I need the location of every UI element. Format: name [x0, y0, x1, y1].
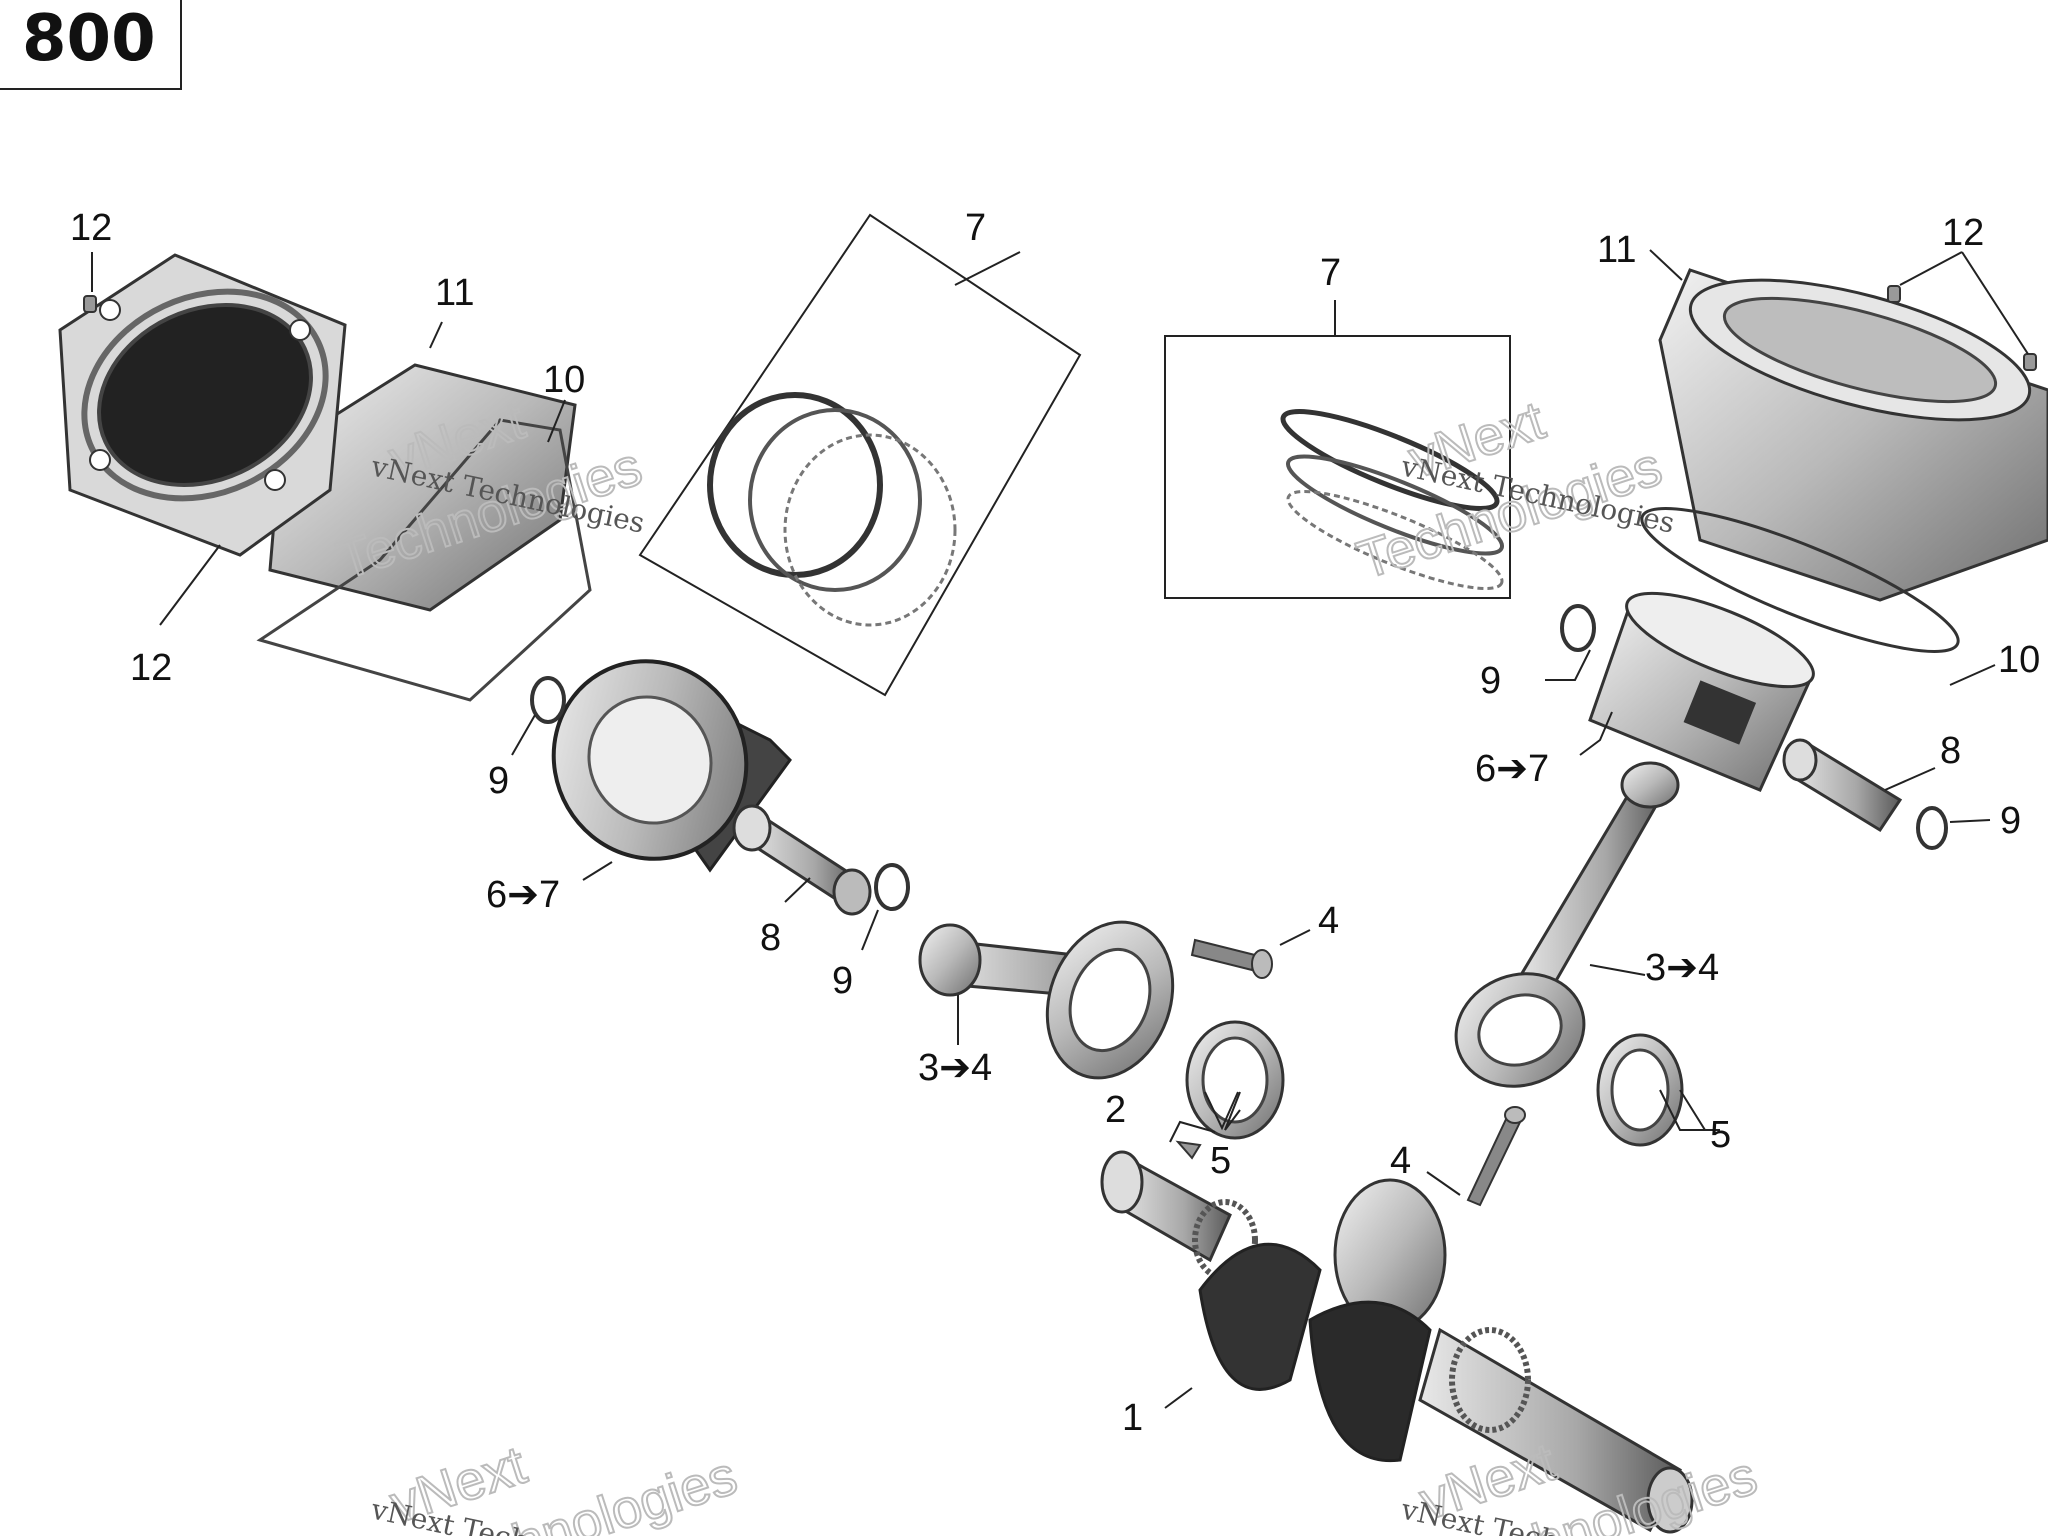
callout-11-right: 11 — [1597, 229, 1636, 271]
callout-8-right: 8 — [1940, 730, 1961, 772]
callout-6-7-right: 6➔7 — [1475, 748, 1549, 790]
dowel-pin-left — [83, 295, 97, 313]
callout-11-left: 11 — [435, 272, 474, 314]
callout-9-right-bottom: 9 — [2000, 800, 2021, 842]
callout-7-right: 7 — [1320, 252, 1341, 294]
connecting-rod-left — [918, 920, 1175, 1080]
piston-left — [551, 659, 792, 873]
cylinder-left — [58, 253, 577, 612]
callout-3-4-right: 3➔4 — [1645, 947, 1719, 989]
crank-key — [1175, 1140, 1202, 1160]
dowel-pin-right-2 — [2023, 353, 2037, 371]
callout-1: 1 — [1122, 1397, 1143, 1439]
callout-12-top-left: 12 — [70, 207, 112, 249]
callout-9-left: 9 — [488, 760, 509, 802]
model-label-box: 800 — [0, 0, 182, 90]
gasket-left — [256, 418, 592, 702]
callout-12-bottom-left: 12 — [130, 647, 172, 689]
callout-5-left: 5 — [1210, 1140, 1231, 1182]
cylinder-right — [1658, 268, 2048, 602]
piston-rings-left — [638, 213, 1082, 697]
callout-7-left: 7 — [965, 207, 986, 249]
dowel-pin-right-1 — [1887, 285, 1901, 303]
callout-4-right: 4 — [1390, 1140, 1411, 1182]
callout-8-left: 8 — [760, 917, 781, 959]
circlip-left-2 — [874, 863, 910, 911]
circlip-right-2 — [1916, 806, 1948, 850]
callout-6-7-left: 6➔7 — [486, 874, 560, 916]
callout-9-left-2: 9 — [832, 960, 853, 1002]
callout-2: 2 — [1105, 1089, 1126, 1131]
callout-12-top-right: 12 — [1942, 212, 1984, 254]
callout-10-left: 10 — [543, 359, 585, 401]
model-label: 800 — [22, 2, 156, 76]
piston-right — [1588, 591, 1815, 792]
connecting-rod-right — [1454, 761, 1680, 1088]
piston-pin-right — [1782, 738, 1903, 833]
leader-lines — [91, 249, 2029, 1409]
callout-4-bolt-left: 4 — [1318, 900, 1339, 942]
crankshaft — [1100, 1150, 1694, 1534]
circlip-right-1 — [1560, 604, 1596, 652]
circlip-left-1 — [530, 676, 566, 724]
rod-bearing-left — [1185, 1020, 1285, 1140]
rod-bearing-right — [1596, 1033, 1684, 1147]
callout-10-right: 10 — [1998, 639, 2040, 681]
piston-rings-right — [1164, 335, 1511, 599]
callout-3-4-left: 3➔4 — [918, 1047, 992, 1089]
rod-bolt-right — [1466, 1106, 1526, 1207]
gasket-right — [1640, 507, 1960, 653]
callout-5-right: 5 — [1710, 1114, 1731, 1156]
rod-bolt-left — [1190, 938, 1273, 979]
callout-9-right-top: 9 — [1480, 660, 1501, 702]
piston-pin-left — [732, 804, 872, 916]
